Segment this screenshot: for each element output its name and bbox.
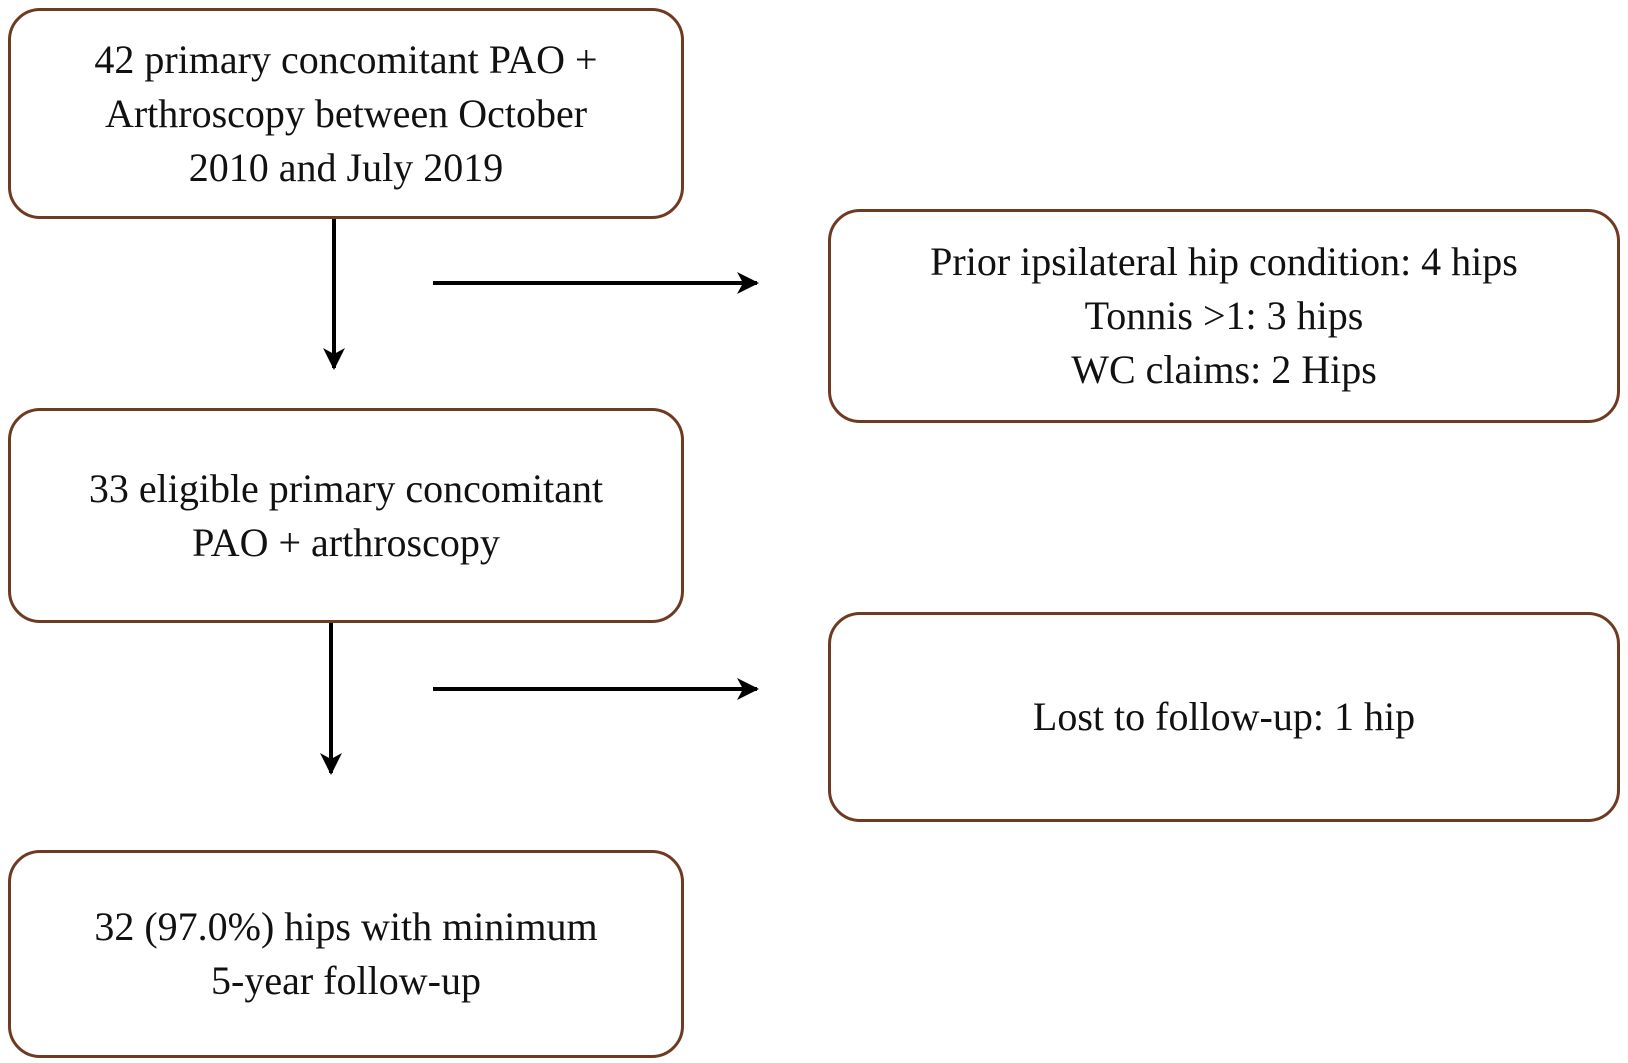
start-cohort-line-1: 42 primary concomitant PAO + [94, 36, 598, 82]
exclusion-1-line-1: Prior ipsilateral hip condition: 4 hips [930, 239, 1518, 284]
start-cohort-line-3: 2010 and July 2019 [188, 144, 504, 190]
eligible-line-1: 33 eligible primary concomitant [88, 465, 604, 511]
exclusion-box-2: Lost to follow-up: 1 hip [828, 612, 1620, 822]
start-cohort-box: 42 primary concomitant PAO + Arthroscopy… [8, 8, 684, 219]
final-line-1: 32 (97.0%) hips with minimum [94, 904, 598, 949]
final-line-2: 5-year follow-up [211, 958, 481, 1003]
eligible-line-2: PAO + arthroscopy [192, 519, 500, 565]
final-cohort-box: 32 (97.0%) hips with minimum 5-year foll… [8, 850, 684, 1058]
eligible-cohort-box: 33 eligible primary concomitant PAO + ar… [8, 408, 684, 623]
exclusion-box-1: Prior ipsilateral hip condition: 4 hips … [828, 209, 1620, 423]
exclusion-1-line-3: WC claims: 2 Hips [1071, 347, 1377, 392]
start-cohort-line-2: Arthroscopy between October [104, 90, 588, 136]
exclusion-1-line-2: Tonnis >1: 3 hips [1084, 293, 1364, 338]
exclusion-2-line-1: Lost to follow-up: 1 hip [1032, 694, 1416, 739]
